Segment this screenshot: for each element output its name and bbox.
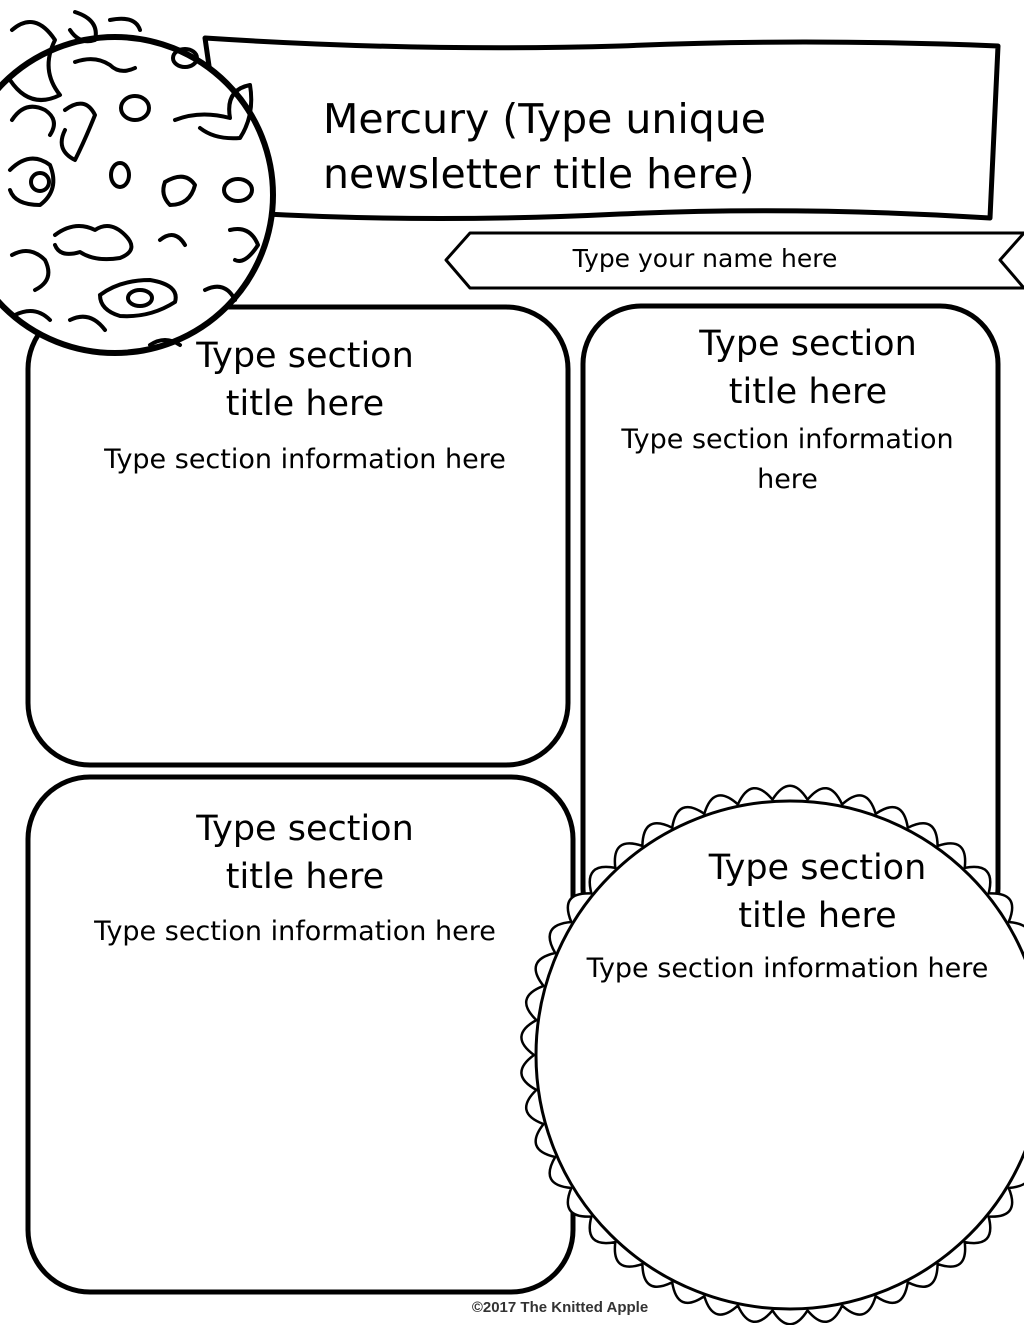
section-3-title-line-2: title here [225,857,385,897]
copyright-text: ©2017 The Knitted Apple [471,1299,649,1316]
section-4-info[interactable]: Type section information here [586,953,989,984]
section-2-title-line-1: Type section [699,324,917,364]
name-ribbon-icon [444,231,1024,290]
title-banner [202,35,1001,222]
section-2-title-line-2: title here [728,372,888,412]
section-3-info[interactable]: Type section information here [94,916,496,947]
mercury-planet-icon [0,10,276,356]
newsletter-title[interactable]: Mercury (Type unique newsletter title he… [323,95,767,198]
section-4-title-line-1: Type section [708,848,927,888]
section-3-title-line-1: Type section [196,809,414,849]
section-1-title-line-2: title here [225,384,385,424]
sun-icon [520,784,1024,1325]
section-1-title-line-1: Type section [196,336,414,376]
section-3-title[interactable]: Type section title here [100,805,510,901]
section-box-1 [25,304,571,768]
section-4-title-line-2: title here [738,896,897,936]
section-1-title[interactable]: Type section title here [100,332,510,428]
section-2-info[interactable]: Type section information here [621,424,954,495]
section-1-info[interactable]: Type section information here [104,444,506,475]
author-name-field[interactable]: Type your name here [572,244,838,273]
section-4-title[interactable]: Type section title here [610,844,1024,940]
section-2-title[interactable]: Type section title here [603,320,1013,416]
